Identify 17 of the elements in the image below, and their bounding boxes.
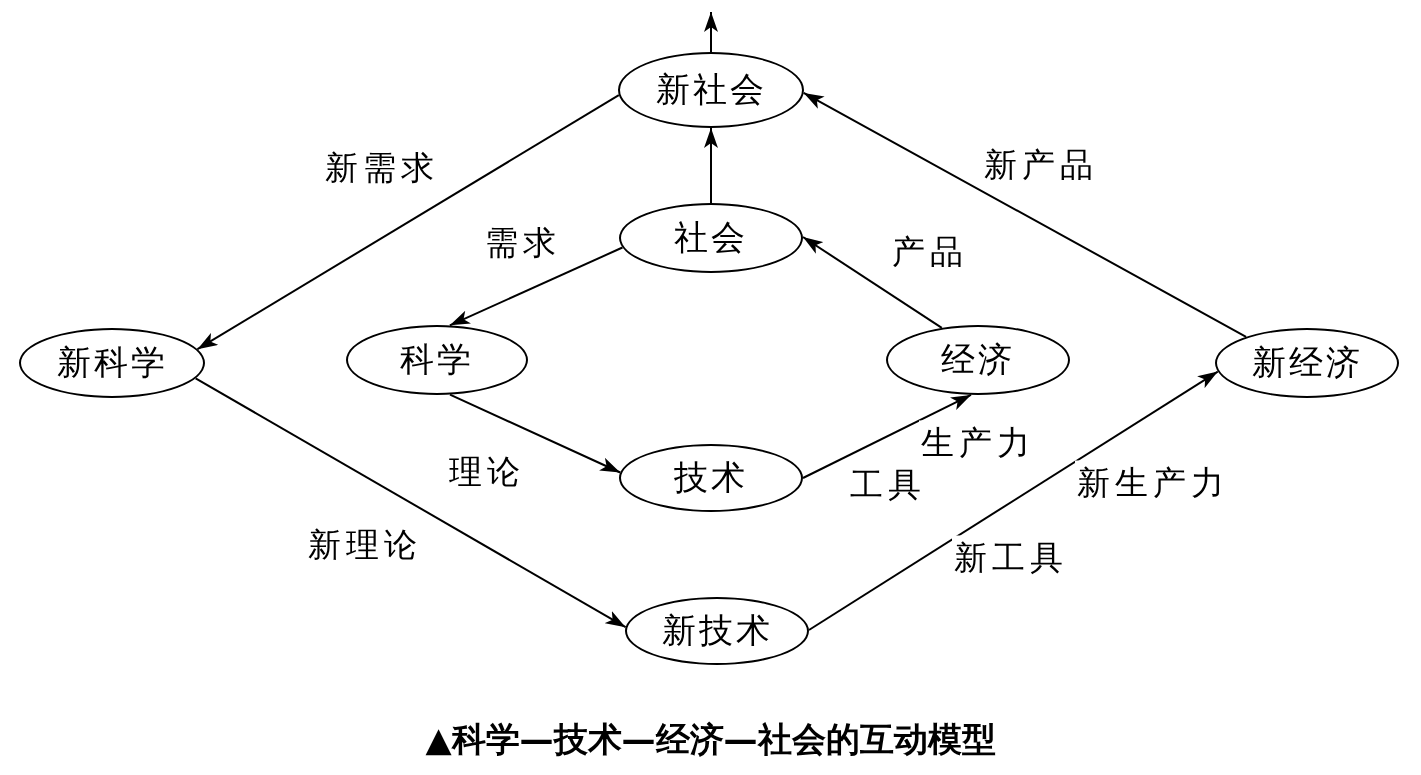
- arrow: [807, 370, 1219, 631]
- node-label: 技术: [674, 456, 748, 499]
- node-label: 新经济: [1251, 341, 1363, 384]
- node-label: 新科学: [56, 341, 168, 384]
- node-label: 新社会: [655, 68, 767, 111]
- node-label: 科学: [400, 338, 474, 381]
- arrow: [196, 94, 620, 351]
- node-label: 社会: [674, 216, 748, 259]
- arrow: [704, 11, 718, 53]
- arrow: [194, 377, 627, 629]
- caption: ▲科学—技术—经济—社会的互动模型: [425, 718, 996, 761]
- arrow: [802, 393, 972, 479]
- node-label: 新技术: [661, 609, 773, 652]
- arrow: [704, 127, 718, 204]
- node-label: 经济: [941, 338, 1015, 381]
- arrow: [449, 393, 622, 474]
- arrow: [802, 91, 1248, 338]
